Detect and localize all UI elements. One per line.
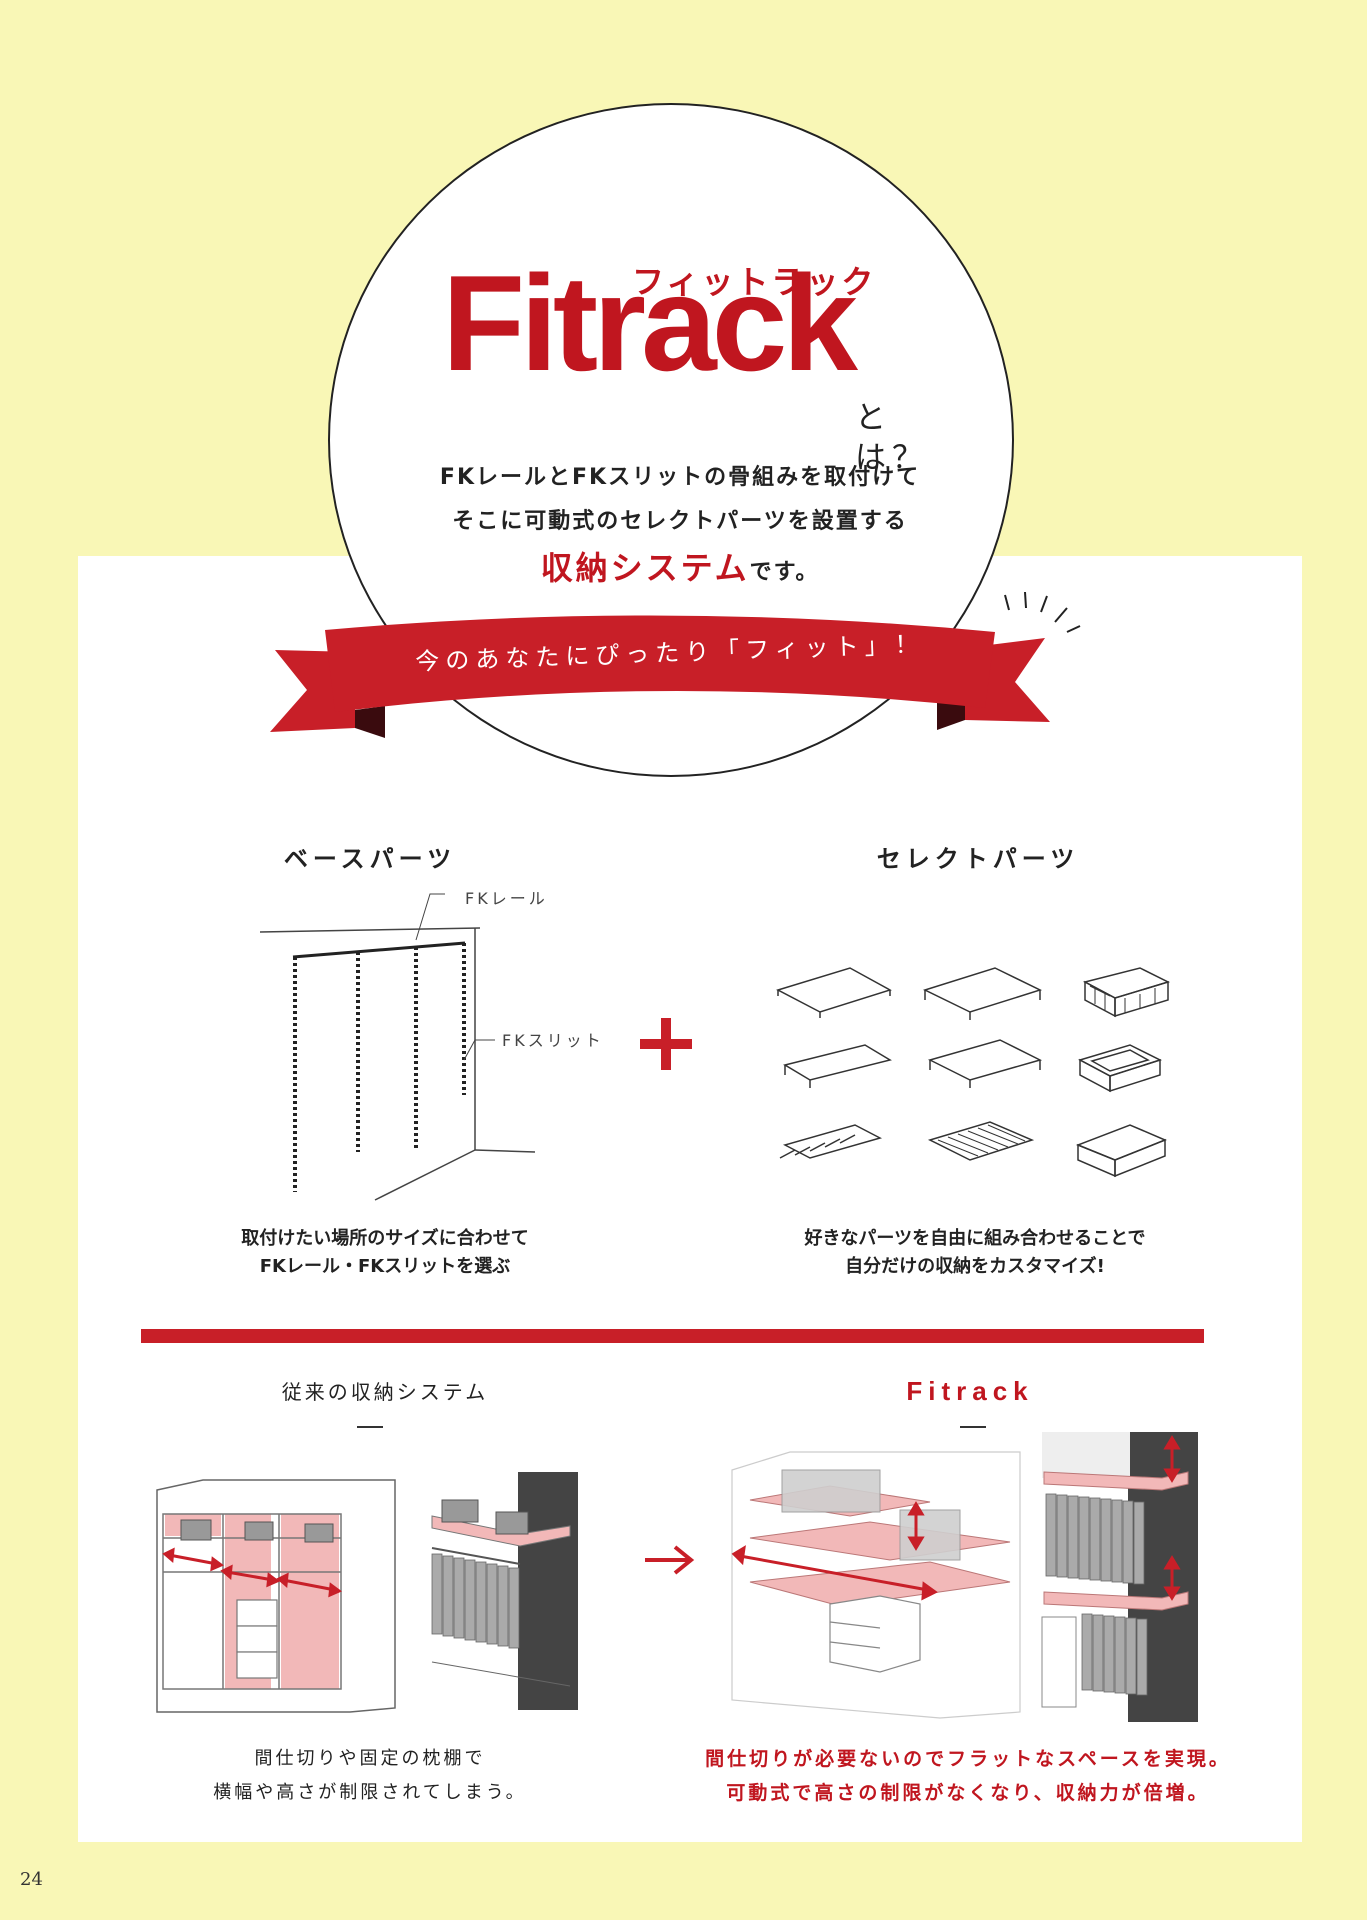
fitrack-title-dash — [960, 1426, 986, 1428]
select-caption-1: 好きなパーツを自由に組み合わせることで — [804, 1228, 1146, 1249]
logo-katakana: フィットラック — [632, 263, 877, 301]
hero-desc-highlight: 収納システム — [540, 549, 750, 587]
base-parts-diagram — [259, 893, 536, 1201]
arrow-right-icon — [645, 1545, 695, 1575]
fk-rail-label: FKレール — [465, 889, 548, 908]
ribbon-banner — [270, 615, 1050, 738]
tray-part — [1078, 1044, 1162, 1093]
fitrack-title: Fitrack — [906, 1376, 1034, 1406]
select-parts-grid — [776, 967, 1171, 1178]
old-caption-2: 横幅や高さが制限されてしまう。 — [213, 1782, 527, 1803]
box-part — [1075, 1124, 1167, 1178]
logo-towa: とは？ — [855, 400, 929, 476]
fk-slit-label: FKスリット — [502, 1031, 604, 1050]
shelf-part-1 — [776, 967, 892, 1018]
hero-desc-line3: 収納システムです。 — [380, 545, 980, 591]
select-caption-2: 自分だけの収納をカスタマイズ! — [845, 1256, 1105, 1277]
old-title-dash — [357, 1426, 383, 1428]
old-caption-1: 間仕切りや固定の枕棚で — [254, 1748, 486, 1769]
section-divider — [141, 1329, 1204, 1343]
select-parts-title: セレクトパーツ — [876, 845, 1080, 873]
page-number: 24 — [20, 1869, 43, 1890]
base-parts-title: ベースパーツ — [283, 845, 457, 873]
fitrack-caption-1: 間仕切りが必要ないのでフラットなスペースを実現。 — [705, 1748, 1231, 1770]
slide-hanger-part — [927, 1121, 1035, 1161]
hero-desc-line1: FKレールとFKスリットの骨組みを取付けて — [439, 465, 921, 490]
pants-hanger-part — [779, 1124, 883, 1159]
hero-desc-line2: そこに可動式のセレクトパーツを設置する — [452, 509, 908, 534]
old-cabinet-illustration — [156, 1479, 396, 1713]
base-caption-2: FKレール・FKスリットを選ぶ — [259, 1256, 511, 1277]
shelf-part-2 — [922, 967, 1043, 1020]
fitrack-caption-2: 可動式で高さの制限がなくなり、収納力が倍増。 — [726, 1782, 1210, 1804]
fitrack-closet-illustration — [1041, 1432, 1198, 1722]
bracket-part-1 — [783, 1044, 892, 1088]
fitrack-logo: Fitrack — [442, 247, 858, 399]
hero-desc-tail: です。 — [749, 560, 820, 585]
basket-part — [1082, 967, 1171, 1018]
bracket-part-2 — [927, 1039, 1043, 1088]
sparkle-lines — [1004, 591, 1081, 633]
plus-icon — [640, 1018, 692, 1070]
base-caption-1: 取付けたい場所のサイズに合わせて — [241, 1228, 529, 1249]
old-system-title: 従来の収納システム — [281, 1380, 489, 1404]
old-closet-illustration — [431, 1472, 578, 1710]
fitrack-shelf-illustration — [731, 1451, 1021, 1719]
